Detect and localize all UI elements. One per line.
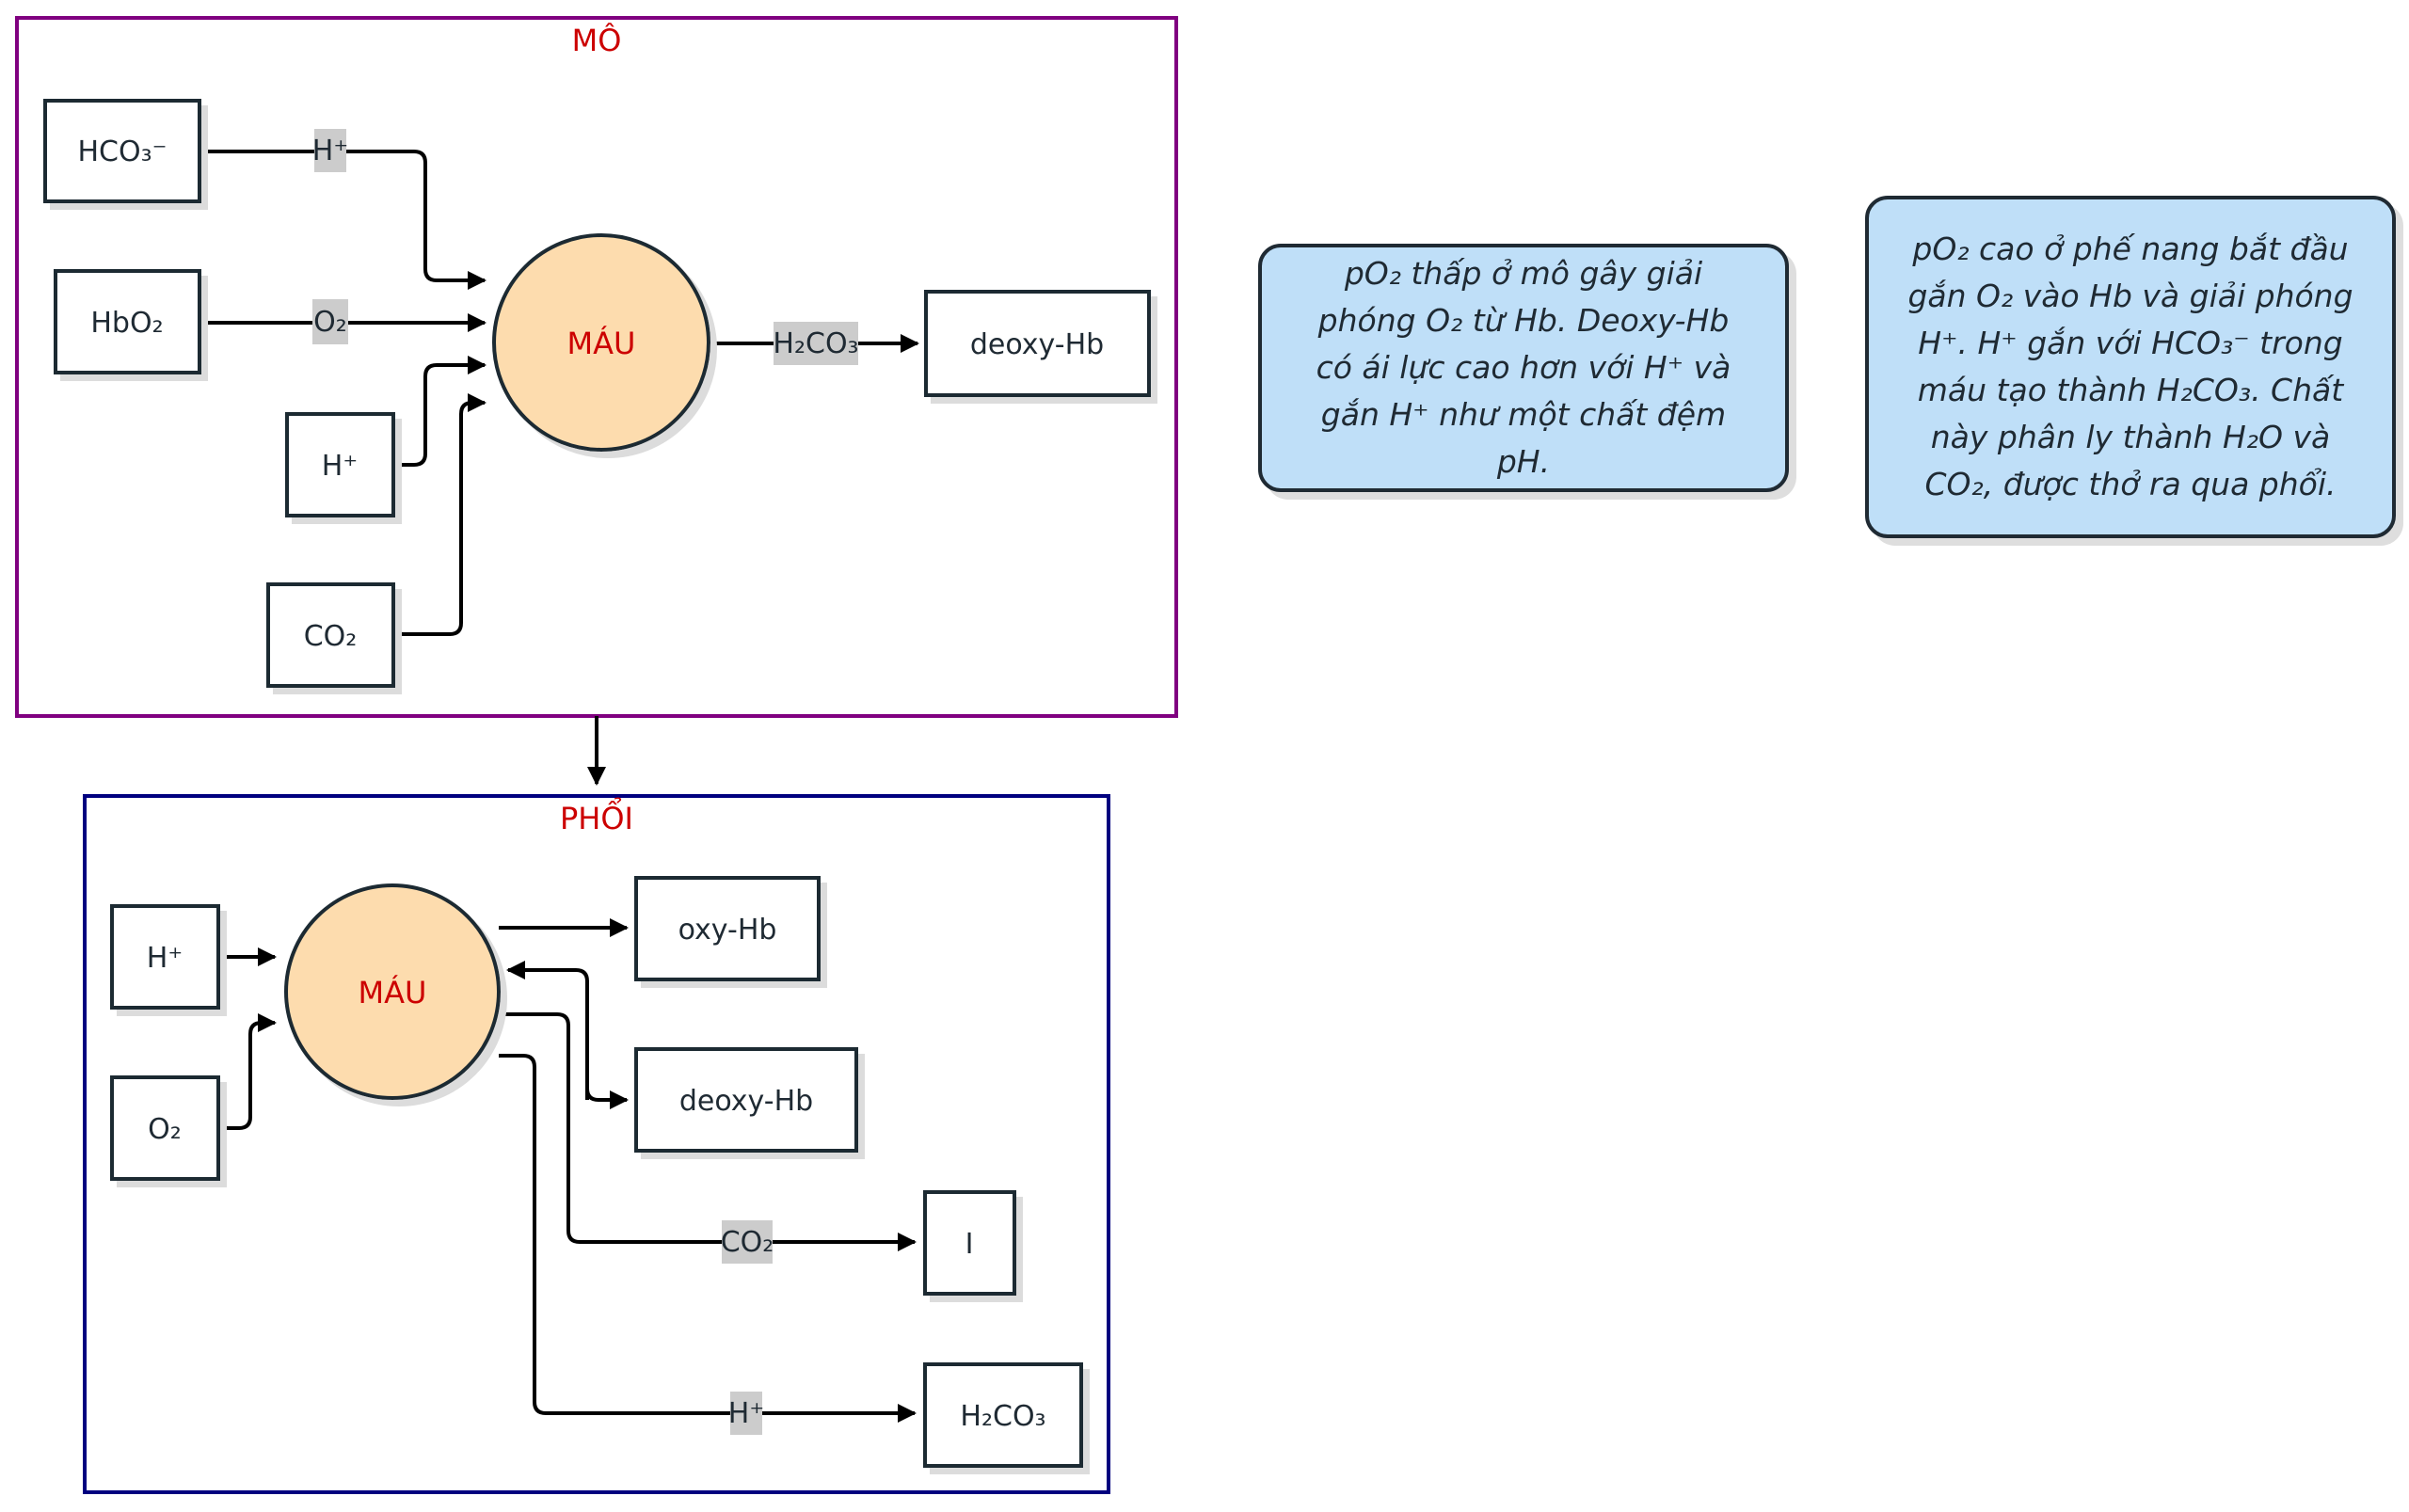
edge-label-lung-hplus: H⁺ — [728, 1392, 764, 1435]
lung-container — [83, 794, 1110, 1494]
svg-text:oxy-Hb: oxy-Hb — [678, 914, 777, 947]
tissue-node-hco3: HCO₃⁻ — [43, 99, 201, 203]
lung-group: PHỔI CO₂ H⁺ H⁺ O₂ MÁU — [83, 794, 1110, 1494]
edge-co2-to-blood — [393, 393, 487, 636]
lung-blood-node: MÁU — [284, 883, 501, 1100]
note-tissue-text: pO₂ thấp ở mô gây giải phóng O₂ từ Hb. D… — [1316, 255, 1731, 480]
tissue-node-co2: CO₂ — [266, 582, 395, 688]
edge-label-o2: O₂ — [312, 299, 348, 344]
lung-node-oxyhb: oxy-Hb — [634, 876, 821, 981]
edge-blood-deoxyhb-upper — [506, 961, 589, 1100]
svg-text:I: I — [965, 1228, 974, 1261]
note-tissue: pO₂ thấp ở mô gây giải phóng O₂ từ Hb. D… — [1258, 244, 1789, 492]
svg-text:H₂CO₃: H₂CO₃ — [960, 1400, 1045, 1433]
svg-text:HbO₂: HbO₂ — [90, 307, 163, 340]
lung-edges — [218, 918, 917, 1423]
lung-node-i: I — [923, 1190, 1016, 1296]
svg-text:deoxy-Hb: deoxy-Hb — [970, 328, 1104, 361]
edge-blood-deoxyhb-lower — [585, 1035, 629, 1109]
svg-text:H⁺: H⁺ — [312, 135, 348, 167]
svg-text:O₂: O₂ — [313, 306, 347, 339]
edge-label-co2: CO₂ — [721, 1220, 774, 1264]
svg-text:MÁU: MÁU — [567, 326, 636, 361]
edge-hplus-to-blood — [393, 356, 487, 467]
edge-blood-to-h2co3 — [499, 1054, 917, 1423]
svg-text:H⁺: H⁺ — [728, 1397, 764, 1430]
edge-lung-o2-to-blood — [218, 1013, 277, 1130]
svg-text:HCO₃⁻: HCO₃⁻ — [78, 135, 168, 168]
edge-label-h2co3: H₂CO₃ — [773, 322, 859, 365]
svg-text:CO₂: CO₂ — [304, 620, 358, 653]
lung-node-deoxyhb: deoxy-Hb — [634, 1047, 858, 1153]
edge-blood-to-i — [499, 1012, 917, 1251]
lung-node-o2: O₂ — [110, 1075, 220, 1181]
edge-label-hplus: H⁺ — [312, 129, 348, 172]
edge-hco3-to-blood — [199, 150, 487, 290]
tissue-node-deoxyhb: deoxy-Hb — [924, 290, 1151, 397]
tissue-group: MÔ H⁺ O₂ H₂CO₃ HCO₃⁻ HbO₂ — [15, 16, 1178, 718]
lung-node-h2co3: H₂CO₃ — [923, 1362, 1083, 1468]
svg-text:H⁺: H⁺ — [147, 942, 183, 975]
tissue-blood-node: MÁU — [492, 233, 710, 452]
tissue-node-hbo2: HbO₂ — [54, 269, 201, 374]
note-lung-text: pO₂ cao ở phế nang bắt đầu gắn O₂ vào Hb… — [1907, 231, 2353, 502]
svg-text:H₂CO₃: H₂CO₃ — [773, 327, 858, 360]
svg-text:CO₂: CO₂ — [721, 1226, 774, 1259]
svg-text:deoxy-Hb: deoxy-Hb — [679, 1085, 813, 1118]
svg-text:H⁺: H⁺ — [322, 450, 358, 483]
lung-node-hplus: H⁺ — [110, 904, 220, 1010]
svg-text:O₂: O₂ — [148, 1113, 182, 1146]
lung-title: PHỔI — [560, 796, 633, 836]
tissue-title: MÔ — [572, 22, 622, 58]
tissue-node-hplus: H⁺ — [285, 412, 395, 517]
note-lung: pO₂ cao ở phế nang bắt đầu gắn O₂ vào Hb… — [1865, 196, 2396, 538]
svg-text:MÁU: MÁU — [359, 975, 427, 1011]
